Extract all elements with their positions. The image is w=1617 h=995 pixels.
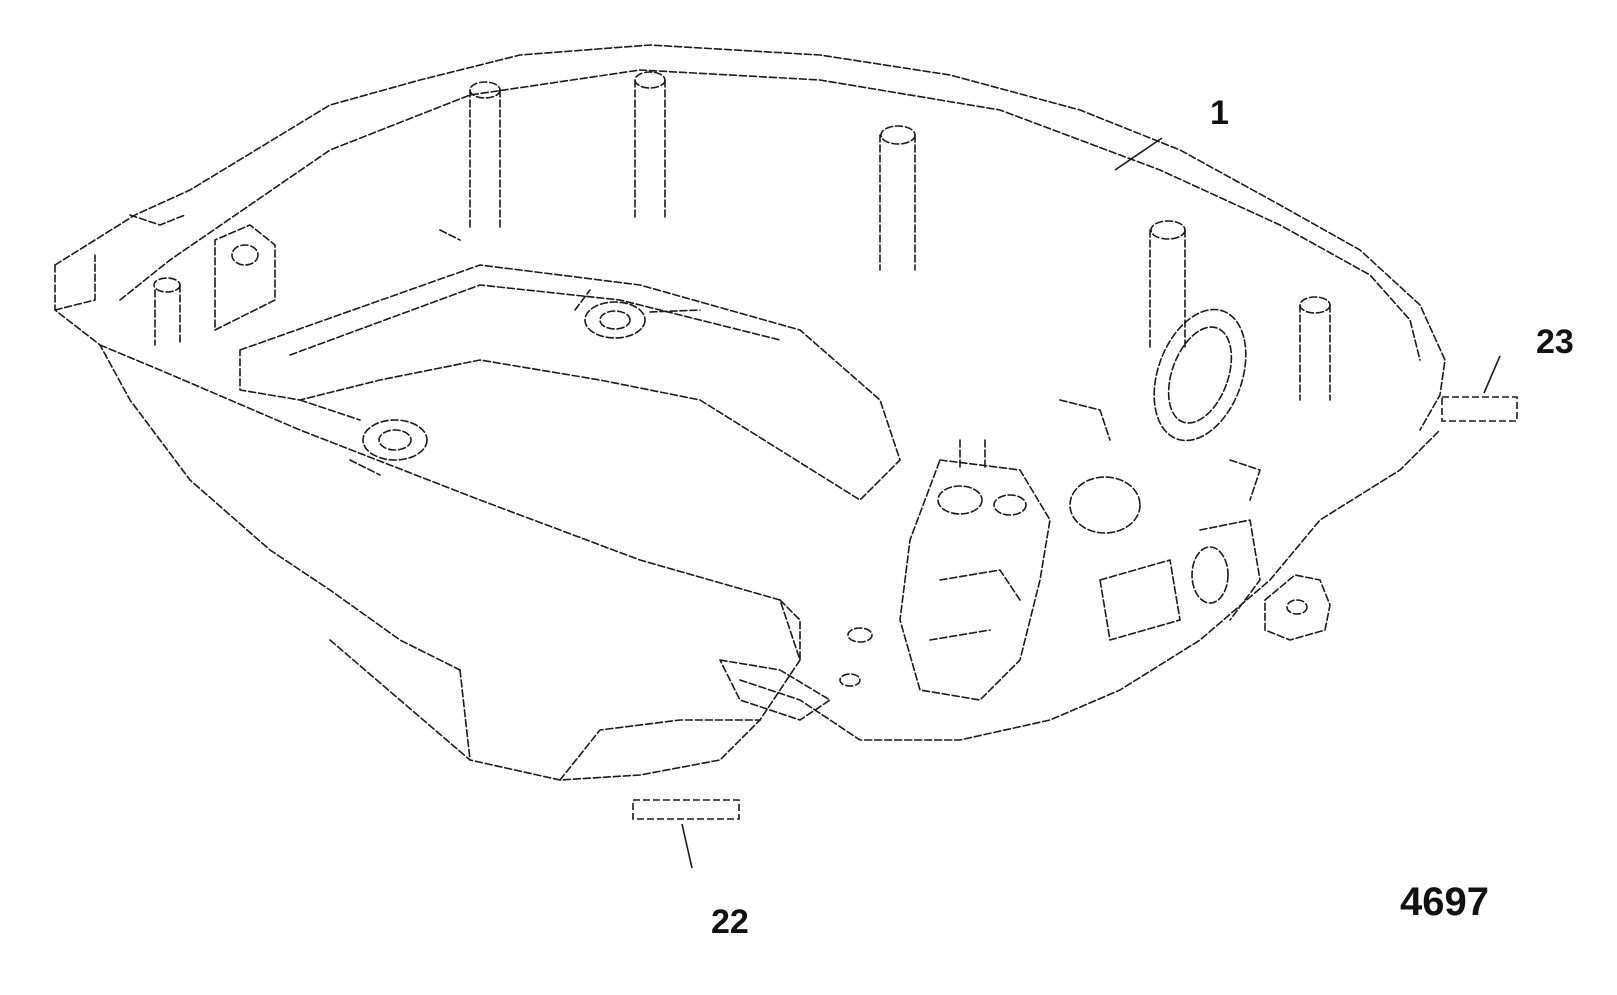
- leader-22: [681, 823, 693, 869]
- figure-number: 4697: [1400, 880, 1489, 924]
- cowl-post-1: [469, 89, 501, 231]
- decal-22: [632, 799, 740, 820]
- cowl-post-3: [879, 134, 916, 271]
- cowl-boss-left: [362, 419, 428, 461]
- cowl-oval-vent: [1153, 308, 1247, 442]
- callout-22: 22: [711, 903, 749, 941]
- cowl-outer-rim: [54, 44, 1446, 431]
- cowl-post-4: [1149, 229, 1186, 351]
- callout-23: 23: [1536, 323, 1574, 361]
- cowl-control-block: [899, 459, 1051, 701]
- callout-1: 1: [1210, 94, 1229, 132]
- cowl-inner-floor: [239, 264, 901, 501]
- cowl-rim-inner: [119, 69, 1421, 361]
- loose-grommet: [1264, 574, 1331, 641]
- decal-23: [1441, 396, 1518, 422]
- cowl-left-nose: [54, 264, 461, 671]
- leader-23: [1483, 355, 1501, 394]
- cowl-side-grommet: [1099, 559, 1181, 641]
- cowl-post-2: [634, 79, 666, 221]
- cowl-post-5: [1299, 304, 1331, 401]
- cowl-round-port: [1069, 476, 1141, 534]
- cowl-front-lip: [739, 429, 1441, 741]
- cowl-boss-center: [584, 301, 646, 339]
- cowl-left-mount: [214, 224, 276, 331]
- cowl-hull: [99, 344, 801, 781]
- leader-1: [1114, 137, 1163, 171]
